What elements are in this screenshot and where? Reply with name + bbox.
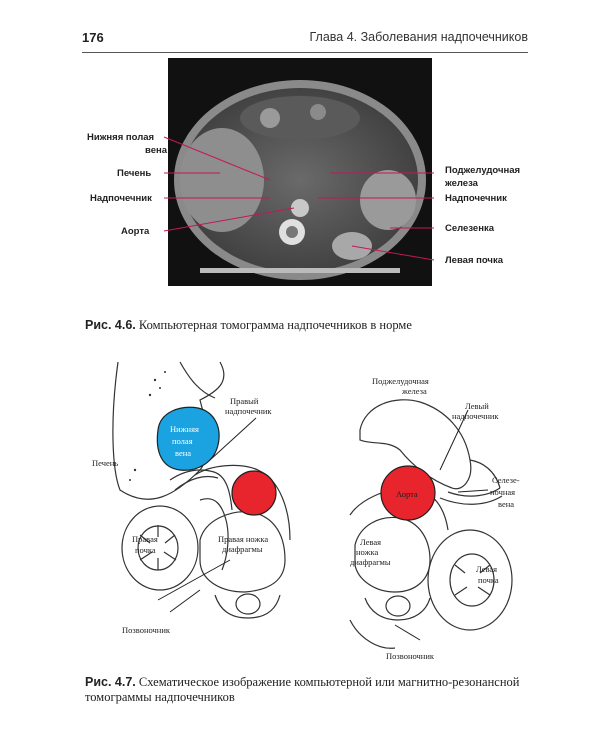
schema-right-adrenal-2: надпочечник [225, 406, 272, 416]
schema-ivc-1: Нижняя [170, 424, 199, 434]
schema-pancreas-2: железа [401, 386, 427, 396]
aorta-left-circle [231, 470, 277, 516]
schema-right-kidney-1: Правая [132, 534, 158, 544]
right-kidney-outline [121, 505, 199, 591]
schema-left-adrenal-2: надпочечник [452, 411, 499, 421]
ivc-shape [156, 406, 220, 471]
ct-label-ivc-1: Нижняя полая [87, 132, 154, 143]
ct-bowel [240, 96, 360, 140]
ct-label-ivc-2: вена [145, 145, 168, 156]
page-header: 176 Глава 4. Заболевания надпочечников [82, 28, 528, 53]
schema-ivc-3: вена [175, 448, 191, 458]
ct-label-adrenal-left: Надпочечник [90, 193, 152, 204]
schema-left-kidney-1: Левая [476, 564, 497, 574]
right-vertebra-outline [199, 511, 286, 593]
page-number: 176 [82, 30, 104, 45]
right-crus-outline [194, 464, 291, 541]
splenic-vein [439, 487, 503, 505]
schema-left-adrenal-1: Левый [465, 401, 489, 411]
schema-left-crus-3: диафрагмы [350, 557, 391, 567]
left-crus-outline [349, 487, 449, 531]
ct-label-pancreas-1: Поджелудочная [445, 165, 520, 176]
ct-spleen [360, 170, 416, 230]
figure2-caption-text-1: Схематическое изображение компьютерной и… [135, 675, 520, 689]
ct-liver [180, 128, 264, 232]
liver-outline [112, 361, 225, 500]
schema-right-kidney-2: почка [135, 545, 156, 555]
chapter-title: Глава 4. Заболевания надпочечников [309, 30, 528, 44]
ct-aorta [291, 199, 309, 217]
ct-label-aorta: Аорта [121, 226, 150, 237]
schema-left-crus-1: Левая [360, 537, 381, 547]
schema-splenic-vein-3: вена [498, 499, 514, 509]
pancreas-outline [359, 399, 472, 490]
ct-table [200, 268, 400, 273]
aorta-right-circle [380, 465, 436, 521]
ct-label-spleen: Селезенка [445, 223, 495, 234]
ct-figure: Нижняя полая вена Печень Надпочечник Аор… [87, 58, 520, 286]
ct-label-left-kidney: Левая почка [445, 255, 504, 266]
schema-left-kidney-2: почка [478, 575, 499, 585]
figure2-caption: Рис. 4.7. Схематическое изображение комп… [85, 675, 525, 705]
left-vertebra-outline [354, 516, 431, 593]
schema-aorta: Аорта [396, 489, 418, 499]
schema-ivc-2: полая [172, 436, 193, 446]
figure2-caption-text-2: томограммы надпочечников [85, 690, 235, 704]
schema-spine-left: Позвоночник [122, 625, 171, 635]
ct-label-adrenal-right: Надпочечник [445, 193, 507, 204]
figure1-caption-label: Рис. 4.6. [85, 318, 136, 332]
schema-splenic-vein-1: Селезе- [492, 475, 520, 485]
schema-right-crus-1: Правая ножка [218, 534, 268, 544]
schema-right-adrenal-1: Правый [230, 396, 259, 406]
schema-liver: Печень [92, 458, 118, 468]
schema-spine-right: Позвоночник [386, 651, 435, 661]
figure2-caption-label: Рис. 4.7. [85, 675, 136, 689]
figure1-caption: Рис. 4.6. Компьютерная томограмма надпоч… [85, 318, 412, 333]
schema-pancreas-1: Поджелудочная [372, 376, 429, 386]
left-kidney-outline [427, 529, 513, 631]
schema-splenic-vein-2: ночная [490, 487, 515, 497]
ct-label-pancreas-2: железа [444, 178, 479, 189]
ct-label-liver: Печень [117, 168, 151, 179]
figure1-caption-text: Компьютерная томограмма надпочечников в … [135, 318, 412, 332]
schema-right-crus-2: диафрагмы [222, 544, 263, 554]
schema-left-crus-2: ножка [356, 547, 378, 557]
